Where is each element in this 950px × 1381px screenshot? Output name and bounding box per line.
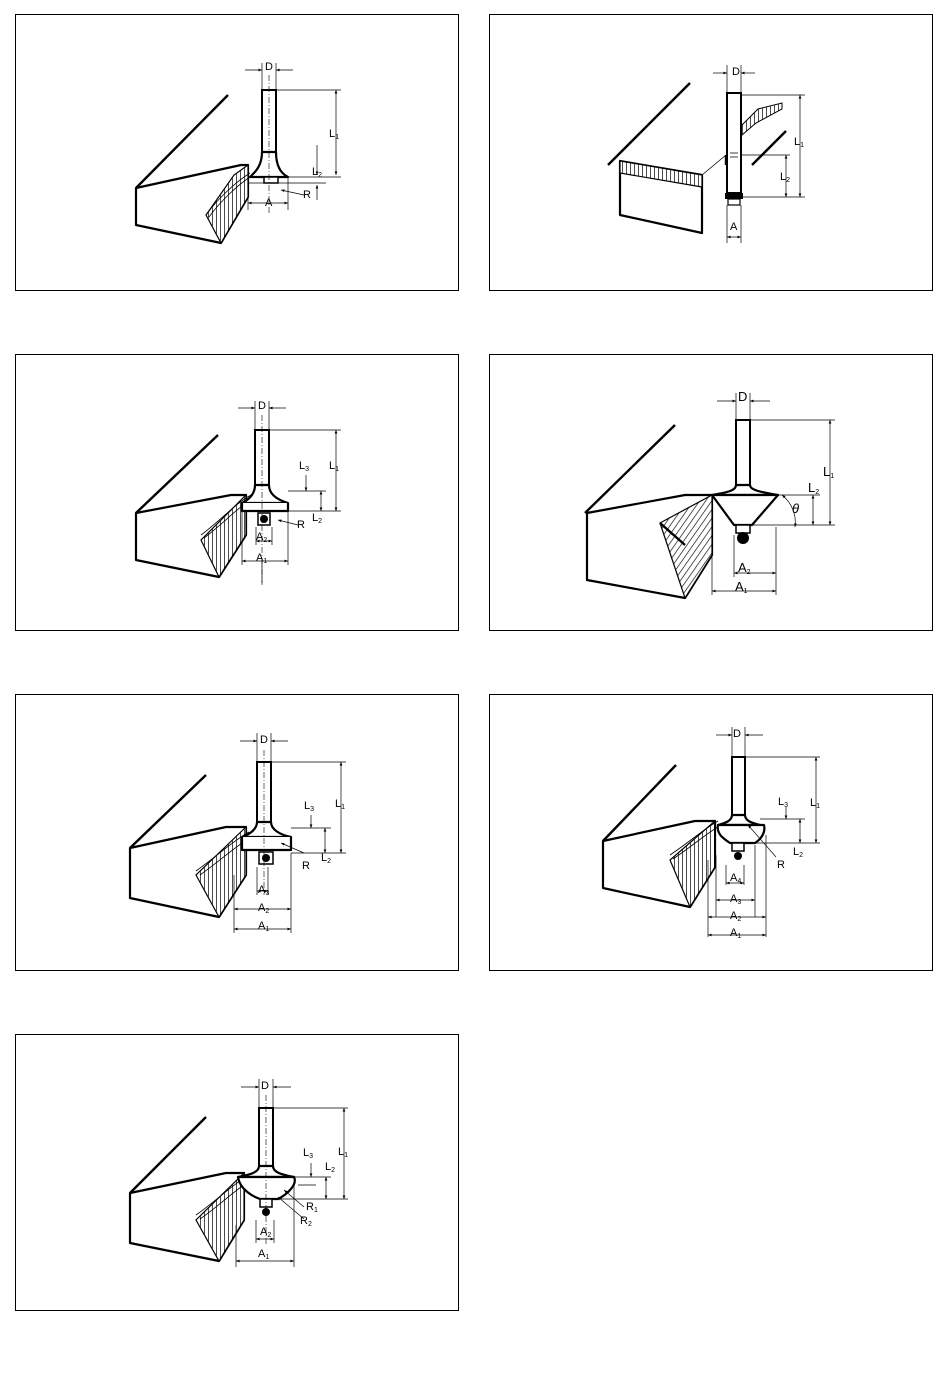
label-a1: A1 [256,553,267,565]
label-theta: θ [792,502,799,515]
label-l2: L2 [321,853,331,865]
label-d: D [258,401,266,412]
label-a3: A3 [730,894,741,906]
label-r: R [777,860,785,871]
label-l2: L2 [325,1162,335,1174]
label-a1: A1 [258,1249,269,1261]
label-r2: R2 [300,1216,312,1228]
label-l1: L1 [794,137,804,149]
label-a2: A2 [730,911,741,923]
label-l1: L1 [335,799,345,811]
label-l2: L2 [793,847,803,859]
label-d: D [733,729,741,740]
label-a1: A1 [258,921,269,933]
label-a1: A1 [730,928,741,940]
diagram-panel-4: D L1 L2 θ A2 A1 [489,354,933,631]
label-l2: L2 [312,513,322,525]
label-r: R [297,520,305,531]
label-l3: L3 [299,461,309,473]
label-a: A [265,198,272,209]
diagram-panel-7: D L1 L3 L2 R1 R2 A2 A1 [15,1034,459,1311]
label-l2: L2 [780,172,790,184]
label-r1: R1 [306,1202,318,1214]
label-d: D [738,390,747,403]
label-l1: L1 [810,798,820,810]
router-bit-diagram-3 [16,355,460,632]
label-d: D [261,1081,269,1092]
diagram-panel-2: D L1 L2 A [489,14,933,291]
label-l3: L3 [778,797,788,809]
label-l1: L1 [329,129,339,141]
router-bit-diagram-5 [16,695,460,972]
label-a2: A2 [258,903,269,915]
label-a: A [730,222,737,233]
label-l2: L2 [312,167,322,179]
label-a2: A2 [256,532,267,544]
router-bit-diagram-2 [490,15,934,292]
label-d: D [260,735,268,746]
label-r: R [303,190,311,201]
diagram-panel-6: D L1 L3 L2 R A4 A3 A2 A1 [489,694,933,971]
label-d: D [732,67,740,78]
router-bit-diagram-1 [16,15,460,292]
diagram-panel-3: D L1 L3 L2 R A2 A1 [15,354,459,631]
diagram-panel-1: D L1 L2 R A [15,14,459,291]
label-a2: A2 [260,1227,271,1239]
label-l1: L1 [338,1147,348,1159]
label-l3: L3 [304,801,314,813]
label-l2: L2 [808,481,819,496]
label-l1: L1 [823,465,834,480]
router-bit-diagram-4 [490,355,934,632]
label-a2: A2 [738,561,751,576]
label-r: R [302,861,310,872]
diagram-panel-5: D L1 L3 L2 R A3 A2 A1 [15,694,459,971]
label-l3: L3 [303,1148,313,1160]
label-d: D [265,62,273,73]
router-bit-diagram-7 [16,1035,460,1312]
label-a1: A1 [735,580,748,595]
label-l1: L1 [329,461,339,473]
label-a4: A4 [730,873,741,885]
label-a3: A3 [258,885,269,897]
router-bit-diagram-6 [490,695,934,972]
